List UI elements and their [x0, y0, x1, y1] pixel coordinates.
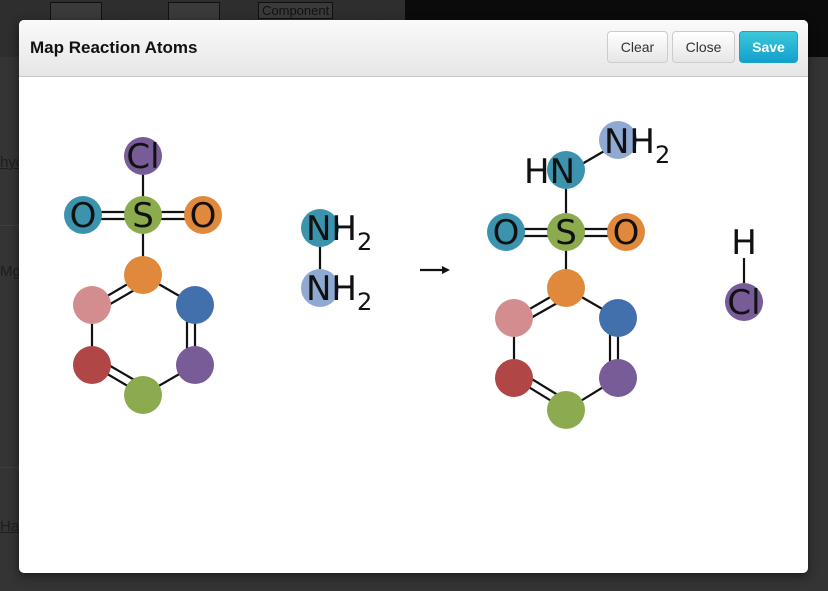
atom-c[interactable] [176, 346, 214, 384]
reaction-arrow [442, 266, 450, 274]
divider [0, 467, 19, 468]
atom-label: HN [524, 152, 575, 192]
atom-label: O [493, 213, 520, 253]
atom-label: NH2 [306, 269, 372, 316]
close-button[interactable]: Close [672, 31, 735, 63]
atom-label: O [190, 196, 217, 236]
atom-highlights[interactable] [64, 121, 763, 429]
atom-label: O [70, 196, 97, 236]
atom-s[interactable] [124, 196, 162, 234]
atom-label: NH2 [604, 122, 670, 169]
atom-s[interactable] [547, 213, 585, 251]
backdrop-text: Mg [0, 263, 21, 280]
atom-label: Cl [126, 137, 159, 177]
map-reaction-atoms-dialog: Map Reaction Atoms Clear Close Save [19, 20, 808, 573]
atom-o[interactable] [607, 213, 645, 251]
atom-c[interactable] [73, 286, 111, 324]
atom-c[interactable] [547, 269, 585, 307]
dialog-header: Map Reaction Atoms Clear Close Save [19, 20, 808, 77]
atom-n[interactable] [547, 151, 585, 189]
atom-c[interactable] [73, 346, 111, 384]
atom-c[interactable] [176, 286, 214, 324]
atom-n[interactable] [301, 269, 339, 307]
atom-cl[interactable] [725, 283, 763, 321]
product-thumbnail[interactable] [168, 2, 220, 21]
atom-label: H [731, 223, 757, 263]
atom-c[interactable] [124, 376, 162, 414]
atom-c[interactable] [495, 299, 533, 337]
component-button[interactable]: Component [258, 2, 334, 19]
atom-o[interactable] [184, 196, 222, 234]
atom-label: S [132, 196, 154, 236]
atom-c[interactable] [599, 359, 637, 397]
save-button[interactable]: Save [739, 31, 798, 63]
backdrop-link[interactable]: Ha [0, 518, 20, 535]
reaction-canvas[interactable]: Cl S O O NH2 NH2 HN NH2 S O O H Cl [19, 77, 808, 573]
atom-c[interactable] [495, 359, 533, 397]
atom-label: O [613, 213, 640, 253]
backdrop-link[interactable]: hyd [0, 154, 25, 171]
atom-labels: Cl S O O NH2 NH2 HN NH2 S O O H Cl [70, 122, 761, 323]
atom-label: Cl [727, 283, 760, 323]
atom-label: S [555, 213, 577, 253]
atom-n[interactable] [301, 209, 339, 247]
atom-n[interactable] [599, 121, 637, 159]
atom-cl[interactable] [124, 137, 162, 175]
divider [0, 225, 19, 226]
atom-o[interactable] [487, 213, 525, 251]
atom-label: NH2 [306, 209, 372, 256]
dialog-title: Map Reaction Atoms [30, 38, 198, 57]
atom-c[interactable] [599, 299, 637, 337]
clear-button[interactable]: Clear [607, 31, 668, 63]
reactant-thumbnail[interactable] [50, 2, 102, 21]
atom-c[interactable] [124, 256, 162, 294]
atom-o[interactable] [64, 196, 102, 234]
atom-c[interactable] [547, 391, 585, 429]
